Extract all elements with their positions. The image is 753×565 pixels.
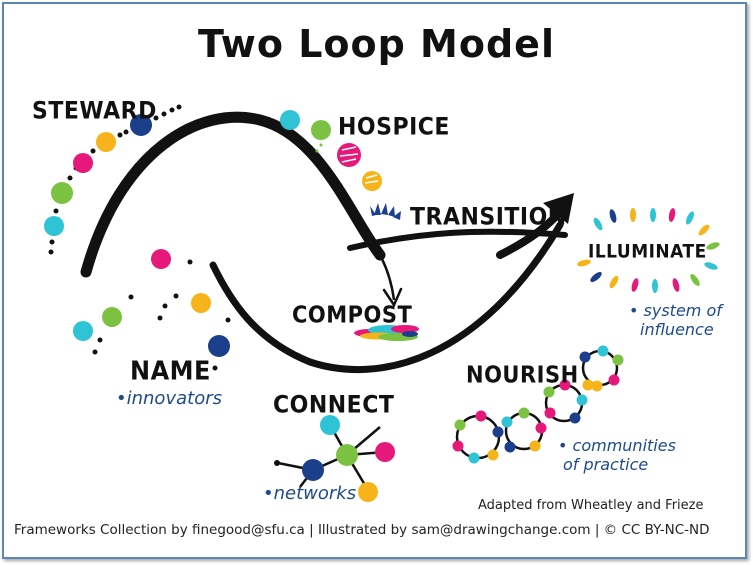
label-transition: TRANSITION	[410, 204, 567, 231]
label-compost: COMPOST	[292, 302, 413, 328]
page-title: Two Loop Model	[198, 22, 555, 66]
label-hospice: HOSPICE	[338, 114, 450, 141]
transition-fan	[370, 203, 401, 220]
annotation-system-of-influence-line1: • system of	[629, 301, 722, 320]
image-frame	[2, 2, 747, 559]
footer-credits: Frameworks Collection by finegood@sfu.ca…	[14, 522, 710, 538]
old-system-loop	[80, 111, 386, 278]
compost-blob	[354, 325, 419, 341]
annotation-system-of-influence-line2: influence	[640, 320, 714, 339]
label-illuminate: ILLUMINATE	[588, 241, 707, 263]
compost-arrowhead	[382, 287, 403, 308]
label-connect: CONNECT	[273, 392, 395, 419]
nourish-dots	[452, 345, 624, 464]
annotation-networks: •networks	[263, 483, 357, 504]
emerging-loop-lower	[209, 221, 564, 374]
label-name: NAME	[130, 355, 211, 387]
connect-network	[274, 415, 395, 502]
illuminate-rays	[577, 208, 720, 293]
old-system-loop-tail	[378, 254, 396, 301]
annotation-communities-line1: • communities	[558, 436, 676, 455]
credit-adapted: Adapted from Wheatley and Frieze	[478, 498, 704, 513]
hospice-dots	[280, 110, 382, 191]
emerging-arrowhead	[543, 193, 574, 224]
annotation-communities-line2: of practice	[563, 455, 649, 474]
annotation-innovators: •innovators	[116, 388, 222, 409]
name-dots	[73, 249, 231, 371]
label-steward: STEWARD	[32, 98, 157, 125]
steward-dots	[44, 104, 182, 255]
label-nourish: NOURISH	[466, 362, 579, 388]
